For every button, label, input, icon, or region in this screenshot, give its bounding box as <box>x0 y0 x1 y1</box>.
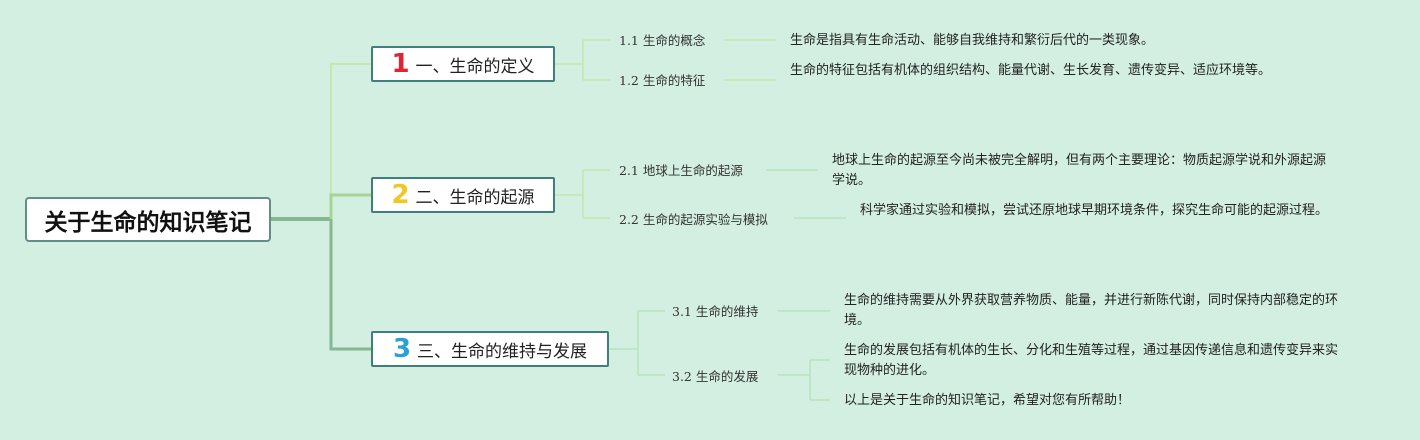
connector-branch-1 <box>330 63 371 219</box>
note-3-3[interactable]: 以上是关于生命的知识笔记，希望对您有所帮助！ <box>844 393 1131 408</box>
connector-2-children <box>555 169 610 219</box>
branch-label-2: 二、生命的起源 <box>415 187 535 208</box>
root-node[interactable]: 关于生命的知识笔记 <box>25 197 271 242</box>
note-1-2[interactable]: 生命的特征包括有机体的组织结构、能量代谢、生长发育、遗传变异、适应环境等。 <box>790 63 1272 78</box>
note-2-1[interactable]: 地球上生命的起源至今尚未被完全解明，但有两个主要理论：物质起源学说和外源起源学说… <box>832 153 1327 188</box>
note-2-2[interactable]: 科学家通过实验和模拟，尝试还原地球早期环境条件，探究生命可能的起源过程。 <box>860 203 1329 218</box>
note-1-1[interactable]: 生命是指具有生命活动、能够自我维持和繁衍后代的一类现象。 <box>790 33 1155 48</box>
branch-number-2: 2 <box>391 180 410 210</box>
connector-3-2-notes <box>778 359 830 401</box>
root-label: 关于生命的知识笔记 <box>44 209 252 236</box>
note-3-2[interactable]: 生命的发展包括有机体的生长、分化和生殖等过程，通过基因传递信息和遗传变异来实现物… <box>844 343 1339 378</box>
branch-node-1[interactable]: 1 一、生命的定义 <box>371 46 555 82</box>
topic-1-2[interactable]: 1.2 生命的特征 <box>619 73 706 88</box>
topic-1-1[interactable]: 1.1 生命的概念 <box>619 33 706 48</box>
connector-branch-2 <box>329 193 371 219</box>
note-3-1[interactable]: 生命的维持需要从外界获取营养物质、能量，并进行新陈代谢，同时保持内部稳定的环境。 <box>844 293 1339 328</box>
branch-number-1: 1 <box>391 49 410 79</box>
topic-3-2[interactable]: 3.2 生命的发展 <box>672 369 759 384</box>
topic-2-1[interactable]: 2.1 地球上生命的起源 <box>619 163 743 178</box>
connector-branch-3 <box>329 219 371 351</box>
connector-3-children <box>609 310 665 376</box>
branch-node-2[interactable]: 2 二、生命的起源 <box>371 177 555 213</box>
branch-number-3: 3 <box>392 334 412 364</box>
topic-3-1[interactable]: 3.1 生命的维持 <box>672 304 759 319</box>
connector-1-children <box>555 39 610 81</box>
branch-label-1: 一、生命的定义 <box>415 56 535 77</box>
branch-node-3[interactable]: 3 三、生命的维持与发展 <box>371 331 609 367</box>
branch-label-3: 三、生命的维持与发展 <box>417 341 588 362</box>
topic-2-2[interactable]: 2.2 生命的起源实验与模拟 <box>619 212 768 227</box>
